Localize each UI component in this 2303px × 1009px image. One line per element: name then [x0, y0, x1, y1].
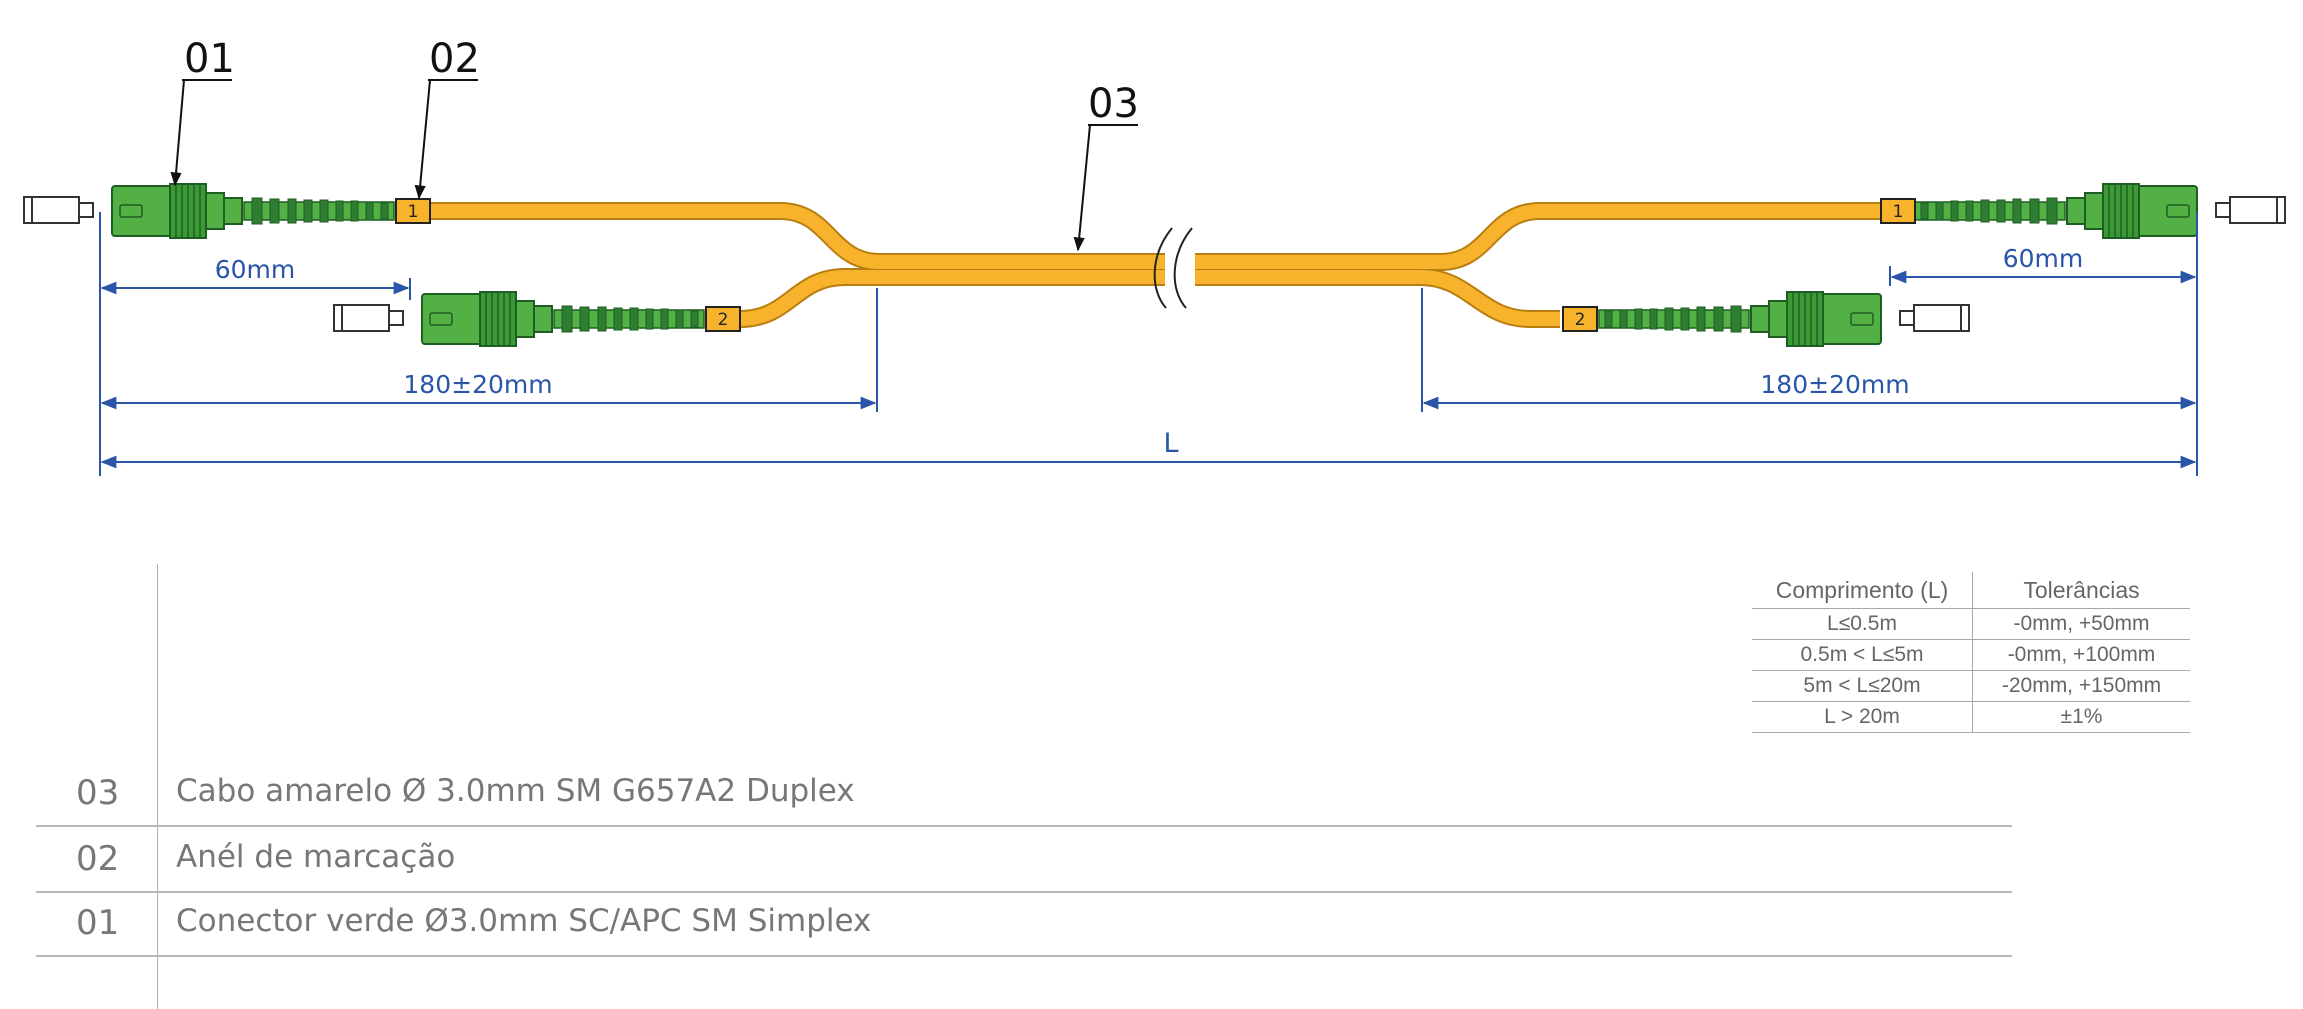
connector-left-top: 1 — [23, 183, 431, 239]
part-row-01: 01 Conector verde Ø3.0mm SC/APC SM Simpl… — [36, 891, 2012, 957]
parts-divider — [157, 564, 158, 1009]
part-number: 03 — [76, 773, 120, 813]
part-number: 02 — [76, 839, 120, 879]
marking-ring-2-left — [705, 306, 741, 332]
length-cell: 0.5m < L≤5m — [1752, 639, 1973, 671]
marking-ring-2-right — [1562, 306, 1598, 332]
ring-label-1-left: 1 — [408, 202, 419, 222]
dim-left-breakout: 180±20mm — [403, 370, 552, 399]
tolerance-cell: -20mm, +150mm — [1972, 670, 2190, 702]
header-tolerance: Tolerâncias — [1972, 572, 2190, 609]
ring-label-1-right: 1 — [1893, 202, 1904, 222]
callout-01-label: 01 — [184, 36, 235, 82]
table-row: L > 20m ±1% — [1752, 701, 2190, 733]
part-description: Cabo amarelo Ø 3.0mm SM G657A2 Duplex — [176, 773, 855, 809]
callout-02-label: 02 — [429, 36, 480, 82]
dim-right-breakout: 180±20mm — [1760, 370, 1909, 399]
tolerance-cell: ±1% — [1972, 701, 2190, 733]
part-description: Conector verde Ø3.0mm SC/APC SM Simplex — [176, 903, 872, 939]
callout-01: 01 — [170, 36, 235, 187]
header-length: Comprimento (L) — [1752, 572, 1973, 609]
tolerance-cell: -0mm, +50mm — [1972, 608, 2190, 640]
connector-right-top — [1880, 183, 2286, 239]
callout-02: 02 — [414, 36, 480, 200]
marking-ring-1-left — [395, 198, 431, 224]
length-cell: 5m < L≤20m — [1752, 670, 1973, 702]
dim-right-connector: 60mm — [2003, 244, 2084, 273]
table-row: 0.5m < L≤5m -0mm, +100mm — [1752, 639, 2190, 671]
dim-left-connector: 60mm — [215, 255, 296, 284]
part-description: Anél de marcação — [176, 839, 456, 875]
tolerance-table: Comprimento (L) Tolerâncias L≤0.5m -0mm,… — [1752, 572, 2190, 733]
dim-total-length: L — [1163, 428, 1178, 459]
part-number: 01 — [76, 903, 120, 943]
connector-right-bottom — [1562, 291, 1970, 347]
patch-cord-diagram: 1 2 1 2 01 02 03 — [23, 36, 2286, 476]
table-row: L≤0.5m -0mm, +50mm — [1752, 608, 2190, 640]
cable-assembly — [430, 202, 1880, 328]
part-row-02: 02 Anél de marcação — [36, 827, 2012, 893]
tolerance-table-header: Comprimento (L) Tolerâncias — [1752, 572, 2190, 609]
callout-03: 03 — [1073, 81, 1139, 252]
length-cell: L > 20m — [1752, 701, 1973, 733]
connector-left-bottom: 2 — [333, 291, 741, 347]
ring-label-2-left: 2 — [718, 310, 729, 330]
dimension-lines — [99, 212, 2198, 476]
table-row: 5m < L≤20m -20mm, +150mm — [1752, 670, 2190, 702]
length-cell: L≤0.5m — [1752, 608, 1973, 640]
tolerance-cell: -0mm, +100mm — [1972, 639, 2190, 671]
part-row-03: 03 Cabo amarelo Ø 3.0mm SM G657A2 Duplex — [36, 761, 2012, 827]
marking-ring-1-right — [1880, 198, 1916, 224]
ring-label-2-right: 2 — [1575, 310, 1586, 330]
callout-03-label: 03 — [1088, 81, 1139, 127]
